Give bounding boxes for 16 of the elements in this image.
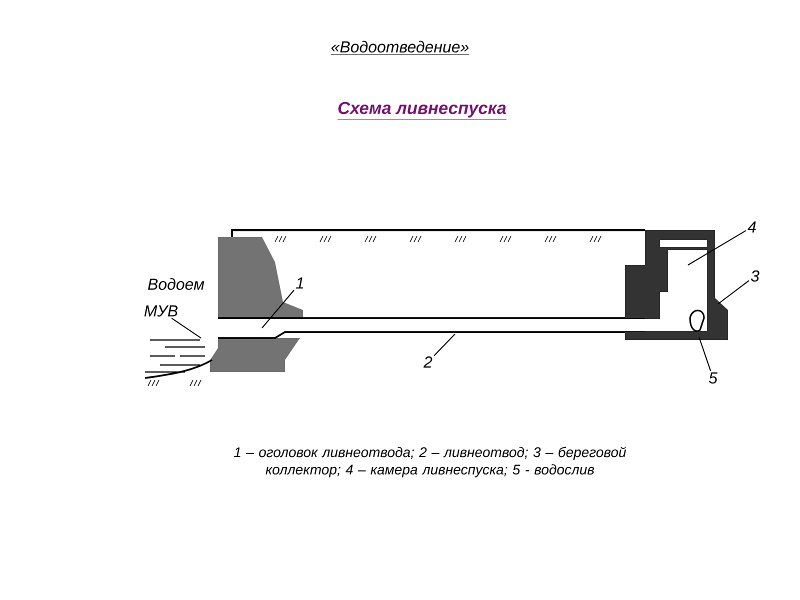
leader-line [718, 280, 750, 304]
callout-number: 4 [748, 222, 756, 232]
leader-line [688, 230, 746, 266]
place-label: Водоем [148, 278, 204, 290]
callout-number: 2 [423, 356, 432, 368]
caption: 1 – оголовок ливнеотвода; 2 – ливнеотвод; 3 – береговой коллектор; 4 – камера ливнеспуска; 5 - водослив [234, 446, 626, 478]
callout-number: МУВ [144, 305, 178, 317]
diagram-title: Схема ливнеспуска [337, 102, 507, 120]
leader-line [434, 334, 456, 356]
leader-line [262, 290, 294, 328]
callout-number: 5 [708, 372, 718, 384]
section-heading: «Водоотведение» [330, 40, 470, 55]
callout-number: 1 [296, 278, 304, 288]
leader-line [698, 336, 712, 371]
leader-line [171, 318, 202, 338]
callout-number: 3 [750, 270, 760, 282]
